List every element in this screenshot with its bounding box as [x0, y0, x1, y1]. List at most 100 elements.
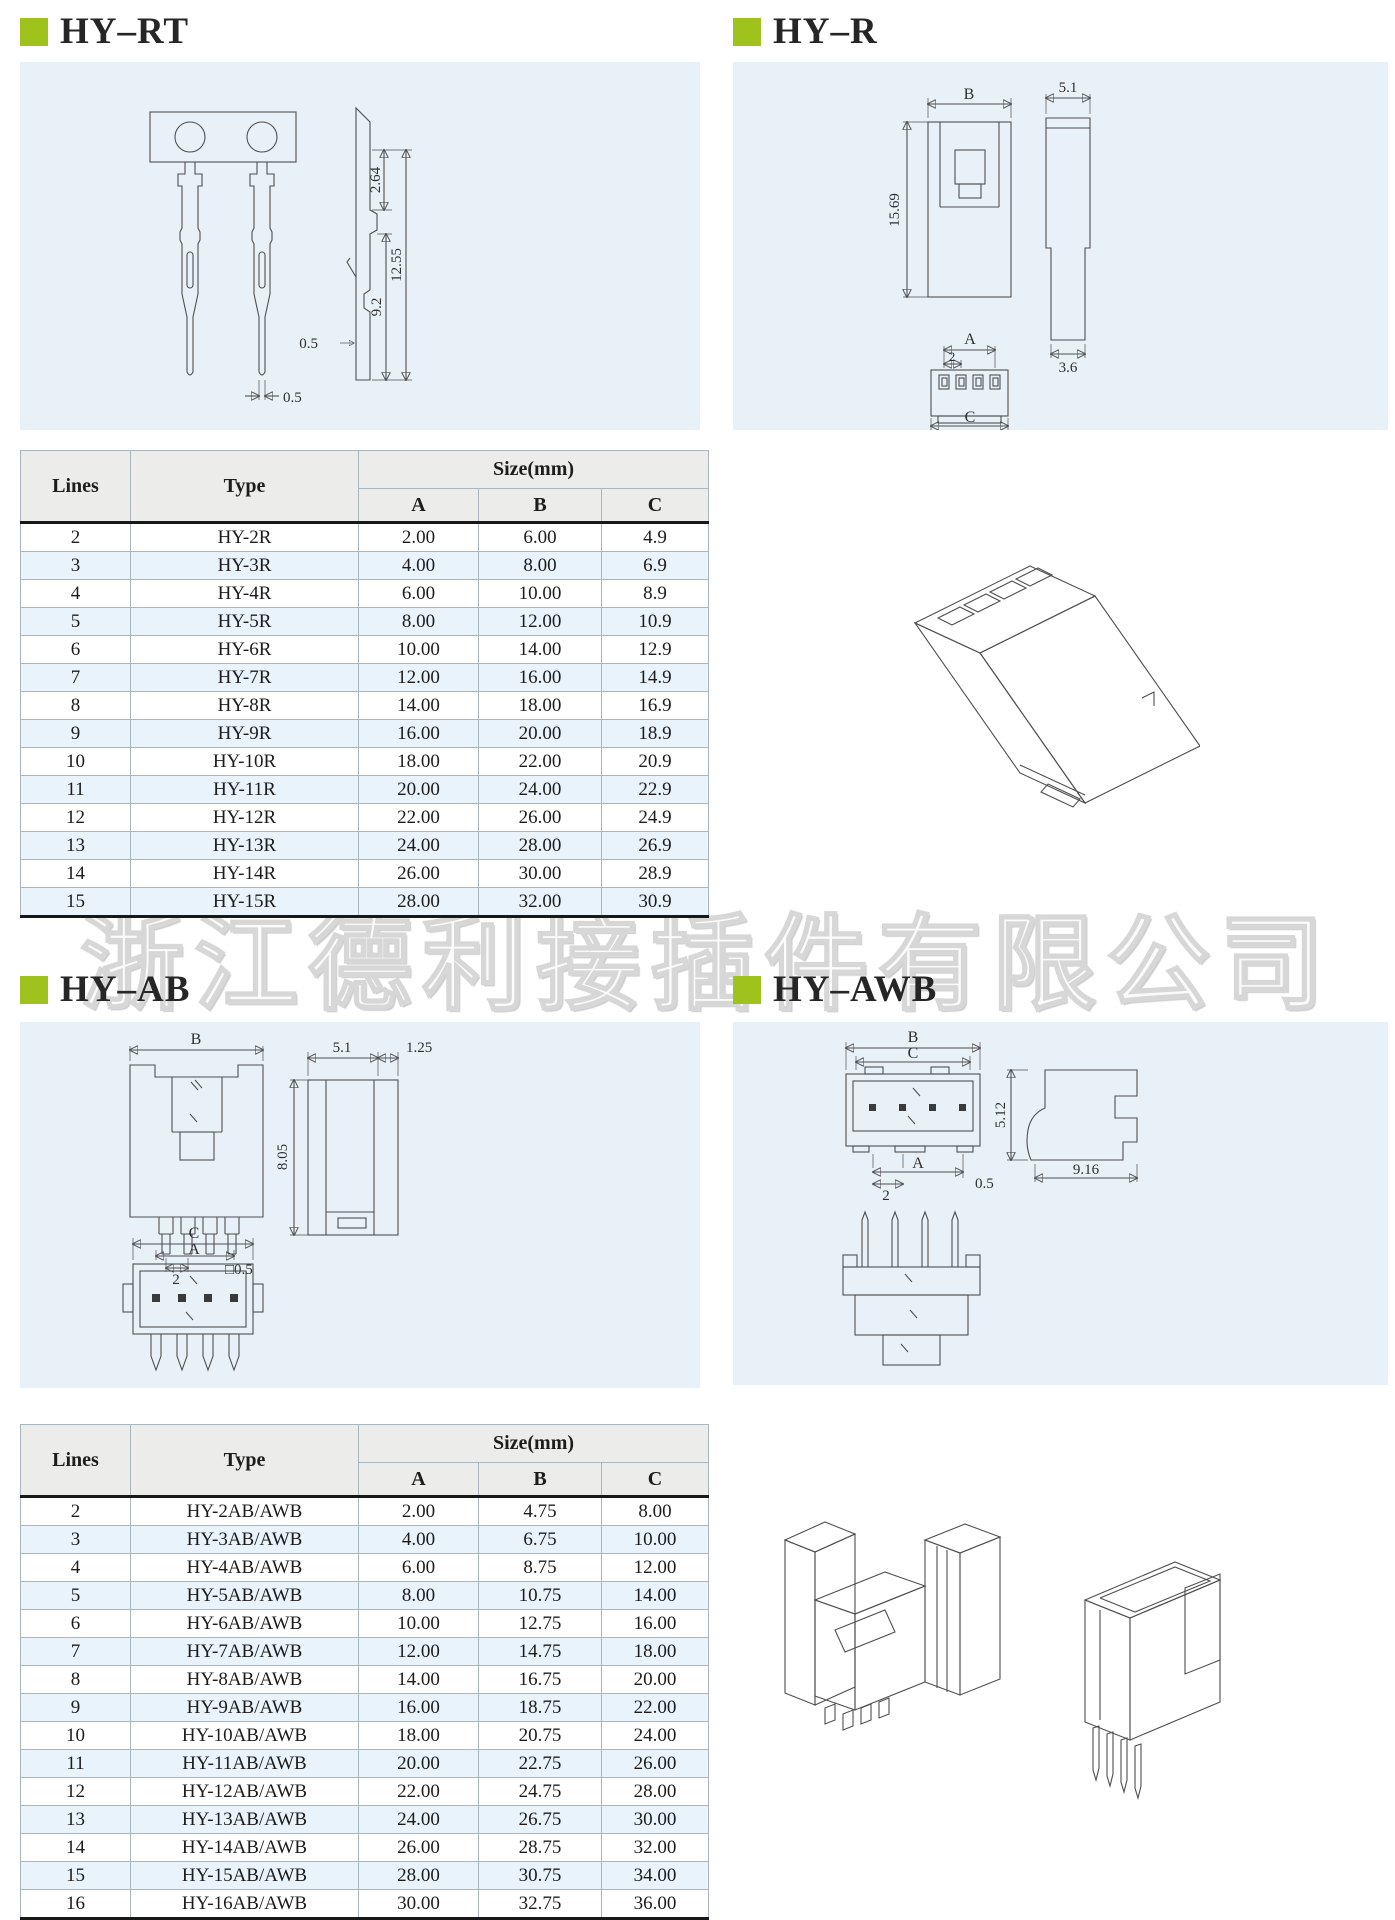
table-cell: HY-11R — [130, 775, 359, 804]
table-cell: 18.00 — [358, 747, 479, 776]
table-cell: 18.9 — [601, 719, 709, 748]
col-header-c: C — [601, 1462, 709, 1497]
table-cell: 10.00 — [358, 1609, 479, 1638]
table-cell: 12.00 — [358, 663, 479, 692]
table-cell: 20.00 — [358, 1749, 479, 1778]
table-cell: 12.9 — [601, 635, 709, 664]
table-cell: HY-10AB/AWB — [130, 1721, 359, 1750]
table-cell: 6.75 — [478, 1525, 602, 1554]
table-cell: 10.75 — [478, 1581, 602, 1610]
section-title-hy-ab: HY–AB — [60, 969, 191, 1010]
table-cell: 6.00 — [478, 521, 602, 552]
table-cell: 15 — [20, 1861, 131, 1890]
table-cell: 12 — [20, 1777, 131, 1806]
dim-label: 15.69 — [887, 193, 903, 227]
table-cell: 10.9 — [601, 607, 709, 636]
table-cell: 9 — [20, 719, 131, 748]
table-cell: HY-4AB/AWB — [130, 1553, 359, 1582]
hy-awb-technical-drawing: B C A 2 0.5 5.12 9.16 — [842, 1029, 1390, 1366]
hy-rt-drawing-panel — [20, 62, 700, 430]
table-cell: 4.75 — [478, 1495, 602, 1526]
table-cell: 8.00 — [358, 1581, 479, 1610]
dimension-lines: 2.64 12.55 9.2 0.5 0.5 — [245, 150, 412, 406]
dim-label: A — [964, 331, 976, 348]
table-cell: HY-8AB/AWB — [130, 1665, 359, 1694]
col-header-type: Type — [130, 450, 359, 523]
col-header-size: Size(mm) — [358, 1424, 709, 1463]
table-cell: 20.00 — [478, 719, 602, 748]
table-cell: HY-3R — [130, 551, 359, 580]
table-cell: 2 — [20, 521, 131, 552]
smt-front-view — [845, 1066, 981, 1153]
table-cell: 22.00 — [358, 803, 479, 832]
housing-front-view — [927, 121, 1012, 298]
dim-label: B — [964, 86, 975, 103]
table-cell: 15 — [20, 887, 131, 918]
hy-ab-awb-isometric-drawings — [783, 1521, 1222, 1801]
table-cell: 20.75 — [478, 1721, 602, 1750]
dim-label: 2.64 — [368, 166, 384, 193]
table-cell: 14 — [20, 1833, 131, 1862]
table-cell: 16.00 — [601, 1609, 709, 1638]
table-cell: 30.75 — [478, 1861, 602, 1890]
hy-awb-isometric-view — [1083, 1561, 1222, 1801]
dim-label: 9.16 — [1073, 1162, 1100, 1178]
dim-label: B — [191, 1031, 202, 1048]
table-cell: 24.00 — [601, 1721, 709, 1750]
table-cell: 14.00 — [601, 1581, 709, 1610]
table-cell: HY-3AB/AWB — [130, 1525, 359, 1554]
dim-label: C — [965, 409, 976, 426]
table-cell: 32.75 — [478, 1889, 602, 1920]
table-cell: 2 — [20, 1495, 131, 1526]
table-cell: 16.00 — [478, 663, 602, 692]
table-cell: 26.00 — [601, 1749, 709, 1778]
dimension-lines: C A — [133, 1225, 253, 1260]
table-cell: 18.00 — [358, 1721, 479, 1750]
table-cell: 13 — [20, 831, 131, 860]
table-cell: 34.00 — [601, 1861, 709, 1890]
table-cell: HY-16AB/AWB — [130, 1889, 359, 1920]
table-cell: 12.00 — [601, 1553, 709, 1582]
hy-r-drawing-panel — [733, 62, 1388, 430]
table-cell: 12.00 — [478, 607, 602, 636]
table-cell: 28.00 — [478, 831, 602, 860]
table-cell: 10 — [20, 1721, 131, 1750]
table-cell: 18.75 — [478, 1693, 602, 1722]
company-watermark: 浙江德利接插件有限公司 — [79, 908, 1335, 1023]
table-cell: 12 — [20, 803, 131, 832]
dimension-lines: 5.1 1.25 8.05 — [275, 1040, 432, 1235]
table-cell: 26.00 — [358, 859, 479, 888]
table-cell: 6.9 — [601, 551, 709, 580]
col-header-lines: Lines — [20, 1424, 131, 1497]
table-cell: 4.00 — [358, 1525, 479, 1554]
section-title-hy-rt: HY–RT — [60, 11, 190, 52]
green-square-bullet-icon — [20, 975, 48, 1004]
dim-label: 1.25 — [406, 1040, 432, 1056]
table-cell: 10 — [20, 747, 131, 776]
table-cell: HY-6AB/AWB — [130, 1609, 359, 1638]
table-cell: 28.00 — [358, 887, 479, 918]
table-cell: HY-2R — [130, 521, 359, 552]
table-cell: 5 — [20, 607, 131, 636]
dim-label: 0.5 — [283, 390, 302, 406]
dim-label: 2 — [172, 1272, 180, 1288]
col-header-a: A — [358, 488, 479, 523]
table-cell: 16.00 — [358, 1693, 479, 1722]
table-cell: HY-11AB/AWB — [130, 1749, 359, 1778]
dimension-lines: B C A 2 0.5 — [846, 1029, 994, 1204]
table-cell: 16.75 — [478, 1665, 602, 1694]
housing-bottom-view — [930, 369, 1009, 424]
dim-label: 0.5 — [299, 336, 318, 352]
table-cell: 2.00 — [358, 1495, 479, 1526]
table-cell: 4 — [20, 579, 131, 608]
